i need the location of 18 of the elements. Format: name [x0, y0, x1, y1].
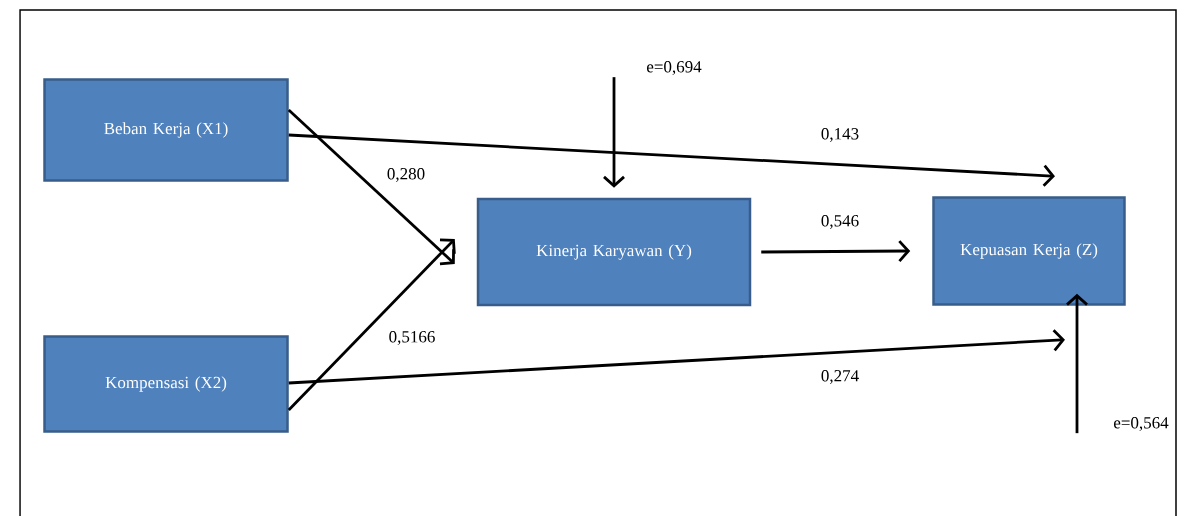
arrow — [603, 77, 625, 188]
arrow — [287, 108, 455, 266]
arrow — [1066, 293, 1088, 434]
path-coefficient: 0,143 — [819, 127, 861, 143]
variable-box: Beban Kerja (X1) — [43, 78, 289, 182]
error-label: e=0,564 — [1113, 417, 1169, 431]
arrow — [288, 329, 1065, 385]
variable-box: Kepuasan Kerja (Z) — [932, 196, 1126, 306]
arrow — [287, 238, 456, 411]
path-coefficient: 0,280 — [385, 167, 427, 183]
variable-box: Kinerja Karyawan (Y) — [476, 197, 752, 307]
path-coefficient: 0,5166 — [387, 330, 437, 346]
path-coefficient: 0,546 — [819, 214, 861, 230]
error-label: e=0,694 — [646, 61, 702, 75]
arrow — [288, 133, 1055, 187]
arrow — [761, 240, 911, 262]
path-coefficient: 0,274 — [819, 369, 861, 385]
variable-box: Kompensasi (X2) — [43, 335, 289, 433]
